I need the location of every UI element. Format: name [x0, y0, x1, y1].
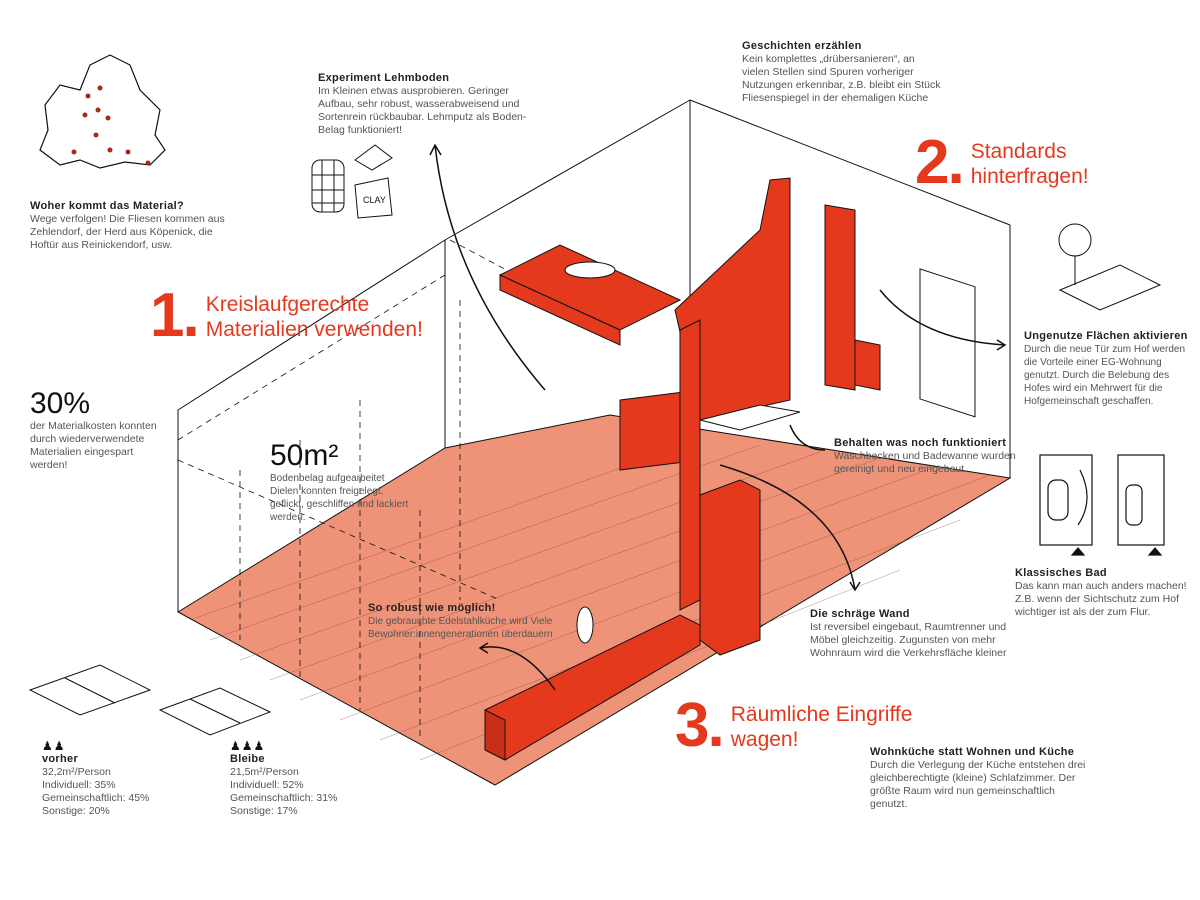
comparison-area: 21,5m²/Person [230, 766, 299, 778]
comparison-individual: Individuell: 35% [42, 779, 116, 791]
comparison-other: Sonstige: 17% [230, 805, 298, 817]
comparison-after: ♟♟♟ Bleibe 21,5m²/Person Individuell: 52… [230, 740, 380, 818]
step-title-line: wagen! [730, 728, 799, 751]
material-origin-dots [71, 85, 151, 166]
stat-text: der Materialkosten konnten durch wiederv… [30, 420, 157, 471]
people-icon: ♟♟ [42, 739, 66, 753]
comparison-other: Sonstige: 20% [42, 805, 110, 817]
note-heading: Experiment Lehmboden [318, 72, 450, 84]
note-heading: Klassisches Bad [1015, 567, 1107, 579]
step-title-line: Räumliche Eingriffe [730, 703, 913, 726]
note-text: Durch die neue Tür zum Hof werden die Vo… [1024, 344, 1186, 407]
step-title-line: Materialien verwenden! [205, 318, 423, 341]
note-text: Wege verfolgen! Die Fliesen kommen aus Z… [30, 213, 225, 251]
note-heading: Geschichten erzählen [742, 40, 862, 52]
note-text: Waschbecken und Badewanne wurden gereini… [834, 450, 1016, 475]
comparison-shared: Gemeinschaftlich: 45% [42, 792, 150, 804]
note-text: Durch die Verlegung der Küche entstehen … [870, 759, 1086, 810]
step-number: 1. [150, 281, 200, 350]
step-number: 2. [915, 128, 965, 197]
note-text: Die gebrauchte Edelstahlküche wird Viele… [368, 616, 553, 640]
bathtub [564, 261, 801, 644]
courtyard-sketch [1058, 223, 1162, 311]
stat-cost: 30% der Materialkosten konnten durch wie… [30, 388, 170, 472]
annotation-arrows [429, 143, 1007, 691]
step-title-line: Standards [970, 140, 1067, 163]
note-robust: So robust wie möglich! Die gebrauchte Ede… [368, 602, 568, 641]
stat-value: 30% [30, 387, 91, 420]
stat-text: Bodenbelag aufgearbeitet Dielen konnten … [270, 473, 409, 523]
stat-floor: 50m² Bodenbelag aufgearbeitet Dielen kon… [270, 440, 410, 524]
stat-value: 50m² [270, 439, 339, 472]
comparison-shared: Gemeinschaftlich: 31% [230, 792, 338, 804]
slanted-wall [679, 319, 701, 611]
note-text: Kein komplettes „drübersanieren“, an vie… [742, 53, 941, 104]
clay-materials-icon: CLAY [311, 144, 393, 219]
step-title-line: Kreislaufgerechte [205, 293, 370, 316]
red-built-elements [484, 177, 881, 761]
comparison-individual: Individuell: 52% [230, 779, 304, 791]
note-heading: Wohnküche statt Wohnen und Küche [870, 746, 1075, 758]
dashed-wall-lines [177, 239, 621, 740]
people-icon: ♟♟♟ [230, 739, 266, 753]
berlin-map [39, 54, 166, 169]
tall-cabinet [699, 479, 761, 656]
step-number: 3. [675, 691, 725, 760]
comparison-before: ♟♟ vorher 32,2m²/Person Individuell: 35%… [42, 740, 192, 818]
comparison-label: vorher [42, 753, 79, 765]
wall-outlines [177, 99, 1011, 612]
note-heading: Die schräge Wand [810, 608, 910, 620]
note-heading: Woher kommt das Material? [30, 200, 184, 212]
floor-plan-before [28, 664, 152, 716]
step-title-line: hinterfragen! [970, 165, 1089, 188]
note-text: Das kann man auch anders machen! Z.B. we… [1015, 580, 1187, 618]
note-material: Woher kommt das Material?Wege verfolgen!… [30, 200, 240, 252]
note-text: Ist reversibel eingebaut, Raumtrenner un… [810, 621, 1007, 659]
floor-plan-after [158, 687, 272, 736]
note-heading: Behalten was noch funktioniert [834, 437, 1007, 449]
note-text: Im Kleinen etwas ausprobieren. Geringer … [318, 85, 527, 136]
comparison-area: 32,2m²/Person [42, 766, 111, 778]
bathroom-plans [1039, 454, 1165, 556]
comparison-label: Bleibe [230, 753, 265, 765]
note-heading: Ungenutze Flächen aktivieren [1024, 330, 1188, 342]
bathroom-door [824, 204, 856, 391]
svg-text:CLAY: CLAY [363, 195, 386, 205]
note-heading: So robust wie möglich! [368, 602, 496, 614]
